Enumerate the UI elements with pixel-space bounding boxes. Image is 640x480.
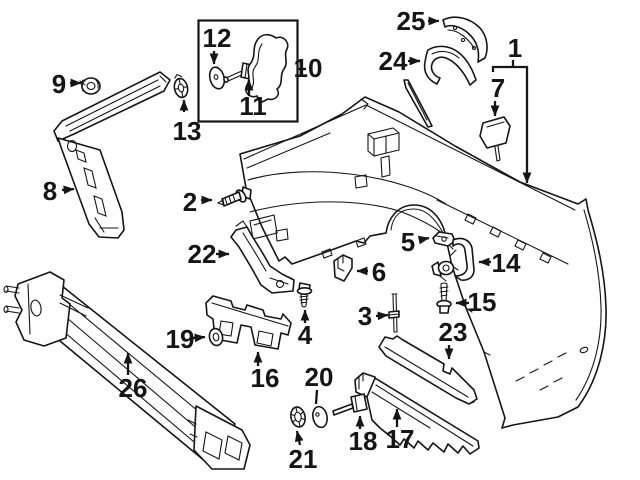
part-number-15[interactable]: 15 — [468, 287, 497, 317]
callout-14[interactable]: 14 — [478, 248, 521, 278]
part-15-bolt — [436, 282, 452, 314]
callout-11[interactable]: 11 — [239, 79, 267, 121]
part-21-lock-washer — [290, 406, 306, 428]
part-number-26[interactable]: 26 — [119, 373, 148, 403]
callout-17[interactable]: 17 — [386, 408, 415, 454]
part-7-bracket — [479, 116, 511, 162]
callout-layer: 1234567891011121314151617181920212223242… — [43, 6, 532, 474]
part-number-19[interactable]: 19 — [166, 324, 195, 354]
leader-line-3 — [375, 311, 389, 321]
part-22-side-bracket — [230, 220, 295, 294]
part-number-3[interactable]: 3 — [358, 301, 372, 331]
trim-strip — [403, 79, 433, 128]
callout-1[interactable]: 1 — [491, 33, 532, 184]
callout-23[interactable]: 23 — [439, 317, 468, 360]
part-5-clip — [432, 231, 456, 247]
part-number-25[interactable]: 25 — [397, 6, 426, 36]
part-14-mount-bracket — [431, 237, 475, 282]
part-number-18[interactable]: 18 — [349, 426, 378, 456]
part-26-impact-bar — [3, 271, 251, 470]
part-1-bumper-cover — [239, 96, 607, 429]
part-16-center-bracket — [205, 295, 292, 350]
jagged-bracket — [245, 33, 289, 104]
part-number-11[interactable]: 11 — [239, 91, 267, 121]
part-17-lower-deflector — [354, 372, 480, 455]
part-number-13[interactable]: 13 — [173, 116, 202, 146]
part-4-bolt — [296, 282, 313, 308]
part-number-4[interactable]: 4 — [298, 320, 313, 350]
callout-8[interactable]: 8 — [43, 176, 75, 206]
callout-3[interactable]: 3 — [358, 301, 389, 331]
callout-7[interactable]: 7 — [490, 73, 505, 117]
leader-line-21 — [294, 430, 304, 446]
part-6-clip — [333, 254, 353, 282]
part-2-screw — [216, 186, 252, 207]
part-24-retainer-scoop — [423, 45, 477, 86]
callout-16[interactable]: 16 — [251, 351, 280, 393]
part-25-retainer-blade — [442, 16, 488, 63]
callout-15[interactable]: 15 — [455, 287, 497, 317]
part-number-12[interactable]: 12 — [203, 23, 232, 53]
leader-line-20 — [314, 389, 319, 405]
leader-line-19 — [192, 333, 206, 343]
part-number-2[interactable]: 2 — [183, 187, 197, 217]
part-13-clip-nut — [173, 73, 189, 99]
leader-line-5 — [417, 235, 430, 245]
part-number-22[interactable]: 22 — [188, 239, 217, 269]
part-number-16[interactable]: 16 — [251, 363, 280, 393]
callout-12[interactable]: 12 — [203, 23, 232, 65]
part-number-14[interactable]: 14 — [492, 248, 521, 278]
part-number-8[interactable]: 8 — [43, 176, 57, 206]
part-number-20[interactable]: 20 — [305, 362, 334, 392]
leader-line-1 — [491, 65, 532, 184]
callout-25[interactable]: 25 — [397, 6, 440, 36]
part-8-side-reinforcement — [53, 71, 171, 239]
callout-4[interactable]: 4 — [298, 309, 313, 350]
callout-2[interactable]: 2 — [183, 187, 213, 217]
part-3-locating-pin — [388, 293, 400, 333]
callout-24[interactable]: 24 — [379, 46, 421, 76]
callout-9[interactable]: 9 — [52, 69, 82, 99]
callout-20[interactable]: 20 — [305, 362, 334, 405]
callout-26[interactable]: 26 — [119, 352, 148, 403]
part-18-pin — [332, 393, 368, 416]
callout-13[interactable]: 13 — [173, 99, 202, 146]
part-number-1[interactable]: 1 — [508, 33, 522, 63]
part-number-7[interactable]: 7 — [491, 73, 505, 103]
part-number-21[interactable]: 21 — [289, 444, 318, 474]
callout-19[interactable]: 19 — [166, 324, 206, 354]
part-number-5[interactable]: 5 — [401, 227, 415, 257]
leader-line-8 — [61, 185, 75, 195]
part-number-24[interactable]: 24 — [379, 46, 408, 76]
callout-22[interactable]: 22 — [188, 239, 230, 269]
part-10-hardware-kit-box — [197, 19, 299, 123]
part-19-grommet — [208, 327, 224, 347]
callout-5[interactable]: 5 — [401, 227, 430, 257]
part-number-9[interactable]: 9 — [52, 69, 66, 99]
part-12-washer — [208, 66, 226, 90]
part-number-6[interactable]: 6 — [372, 257, 386, 287]
part-9-push-pin — [79, 77, 101, 95]
part-number-17[interactable]: 17 — [386, 424, 415, 454]
callout-18[interactable]: 18 — [349, 415, 378, 456]
part-number-10[interactable]: 10 — [294, 53, 323, 83]
callout-10[interactable]: 10 — [294, 53, 323, 83]
callout-21[interactable]: 21 — [289, 430, 318, 474]
part-20-seal-washer — [312, 405, 328, 429]
callout-6[interactable]: 6 — [356, 257, 386, 287]
part-23-step-rail — [378, 335, 478, 405]
part-number-23[interactable]: 23 — [439, 317, 468, 347]
